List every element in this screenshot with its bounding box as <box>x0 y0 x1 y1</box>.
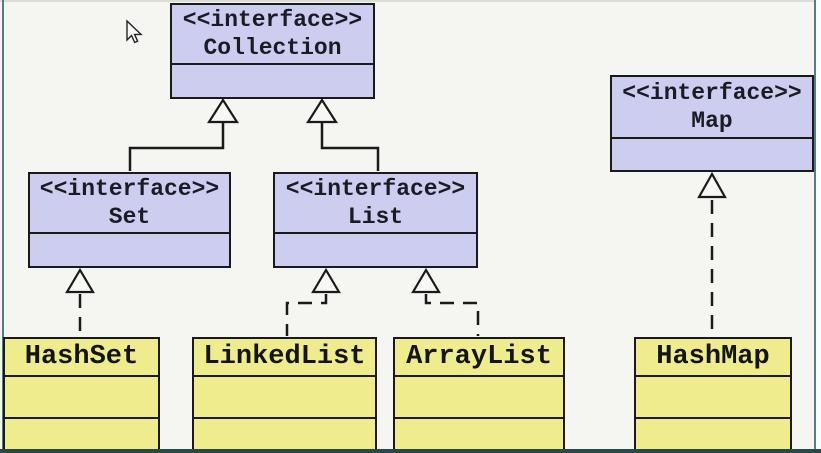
relationship-arraylist-list <box>411 267 480 336</box>
interface-name: Collection <box>203 35 342 61</box>
attributes-compartment <box>172 65 373 97</box>
interface-box-collection: <<interface>> Collection <box>170 3 375 99</box>
frame-right-margin <box>816 0 821 453</box>
realization-arrowhead <box>411 267 441 294</box>
interface-title-set: <<interface>> Set <box>30 174 229 234</box>
interface-name: List <box>347 204 404 230</box>
frame-left-edge <box>2 0 4 453</box>
methods-compartment <box>636 419 790 451</box>
frame-right-edge <box>814 0 816 453</box>
interface-title-collection: <<interface>> Collection <box>172 5 373 65</box>
attributes-compartment <box>30 234 229 266</box>
generalization-arrowhead <box>305 97 339 124</box>
interface-name: Map <box>691 108 733 134</box>
frame-bottom-bar <box>0 449 821 453</box>
fields-compartment <box>395 377 563 419</box>
methods-compartment <box>194 419 375 451</box>
stereotype-label: <<interface>> <box>182 7 363 33</box>
realization-arrowhead <box>311 267 341 294</box>
stereotype-label: <<interface>> <box>285 176 466 202</box>
relationship-set-collection <box>128 97 240 171</box>
class-box-hashset: HashSet <box>3 337 160 453</box>
class-box-arraylist: ArrayList <box>393 337 565 453</box>
interface-title-list: <<interface>> List <box>275 174 476 234</box>
fields-compartment <box>194 377 375 419</box>
class-box-hashmap: HashMap <box>634 337 792 453</box>
methods-compartment <box>5 419 158 451</box>
class-name: HashSet <box>5 339 158 377</box>
interface-title-map: <<interface>> Map <box>612 77 812 139</box>
interface-box-set: <<interface>> Set <box>28 172 231 268</box>
class-box-linkedlist: LinkedList <box>192 337 377 453</box>
class-name: LinkedList <box>194 339 375 377</box>
frame-top-edge <box>0 0 821 2</box>
attributes-compartment <box>275 234 476 266</box>
class-name: ArrayList <box>395 339 563 377</box>
relationship-hashmap-map <box>697 171 727 336</box>
relationship-linkedlist-list <box>285 267 341 336</box>
methods-compartment <box>395 419 563 451</box>
relationship-list-collection <box>305 97 380 171</box>
stereotype-label: <<interface>> <box>622 80 802 106</box>
relationship-hashset-set <box>65 267 95 336</box>
realization-arrowhead <box>65 267 95 294</box>
realization-arrowhead <box>697 171 727 199</box>
attributes-compartment <box>612 139 812 170</box>
interface-box-list: <<interface>> List <box>273 172 478 268</box>
class-name: HashMap <box>636 339 790 377</box>
fields-compartment <box>5 377 158 419</box>
interface-box-map: <<interface>> Map <box>610 75 814 172</box>
fields-compartment <box>636 377 790 419</box>
generalization-arrowhead <box>206 97 240 124</box>
interface-name: Set <box>108 204 151 230</box>
mouse-cursor-icon <box>126 19 143 44</box>
stereotype-label: <<interface>> <box>39 176 220 202</box>
